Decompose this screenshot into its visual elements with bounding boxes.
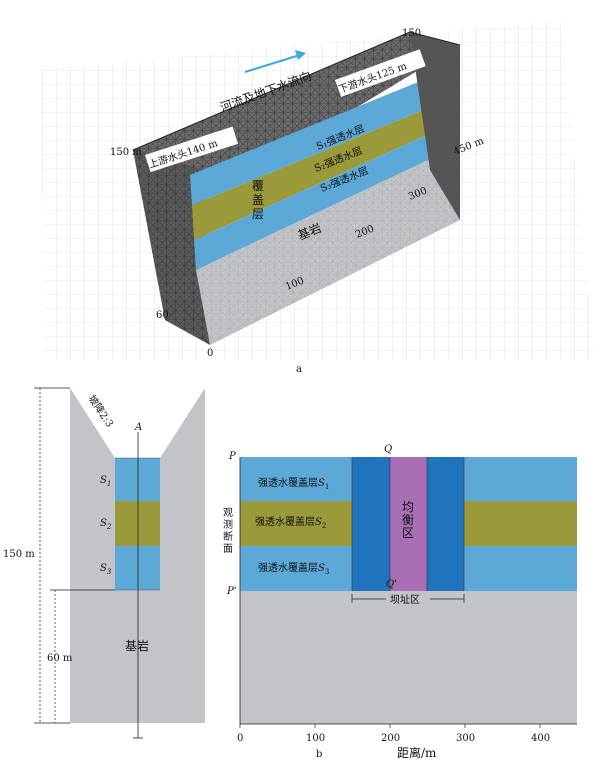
svg-text:均: 均 [402, 500, 414, 514]
bedrock-label-left: 基岩 [125, 638, 149, 653]
layer-s3-front [194, 120, 460, 270]
left-s1-label: S1 [100, 475, 111, 488]
tick-wid-60: 60 [156, 310, 169, 321]
downstream-head-box [335, 49, 426, 97]
layer-s2-front [192, 95, 460, 240]
x-axis-label: 距离/m [397, 745, 437, 760]
section-label: 观 测 断 面 [223, 507, 233, 555]
x-tick-300: 300 [456, 733, 475, 744]
plan-s1-label: 强透水覆盖层S1 [258, 476, 329, 491]
svg-text:衡: 衡 [402, 513, 414, 527]
x-tick-0: 0 [237, 733, 243, 744]
point-q: Q [384, 444, 392, 455]
x-ticks: 0 100 200 300 400 [237, 724, 550, 744]
panel-b-caption: b [316, 749, 322, 760]
x-tick-200: 200 [381, 733, 400, 744]
svg-text:区: 区 [402, 526, 414, 540]
point-p-prime: P' [226, 586, 236, 597]
model-rim [132, 31, 461, 151]
mesh-left-end-texture [133, 150, 210, 345]
height-total-label: 150 m [3, 549, 35, 560]
svg-text:观: 观 [223, 507, 233, 519]
left-layer-s2 [115, 501, 160, 546]
mesh-right-end [410, 32, 460, 220]
plan-s3-label: 强透水覆盖层S3 [258, 561, 329, 576]
flow-arrow-head [295, 50, 306, 60]
left-s2-label: S2 [100, 518, 112, 531]
flow-arrow [244, 54, 301, 73]
plan-s2-label: 强透水覆盖层S2 [255, 515, 326, 530]
x-tick-400: 400 [531, 733, 550, 744]
upstream-head-box [145, 126, 239, 173]
cover-label: 覆 盖 层 [252, 179, 264, 221]
svg-text:面: 面 [223, 544, 233, 555]
height-bedrock-label: 60 m [47, 653, 73, 664]
svg-text:测: 测 [223, 518, 233, 531]
layer-s1-front [190, 65, 460, 205]
point-q-prime: Q' [386, 579, 397, 590]
plan-bedrock [240, 591, 577, 724]
panel-a-caption: a [296, 364, 302, 375]
panel-b-right-plan: P P' Q Q' 观 测 断 面 强透水覆盖层S1 强透水覆盖层S2 强透水覆… [223, 444, 577, 760]
svg-text:层: 层 [252, 207, 264, 221]
point-p: P [228, 451, 236, 462]
left-s3-label: S3 [100, 563, 112, 576]
dam-zone-label: 坝址区 [390, 593, 420, 606]
panel-b-left-section: A 坡降2:3 S1 S2 S3 150 m 60 m 基岩 [3, 387, 205, 739]
left-layer-s1 [115, 458, 160, 501]
balance-zone [390, 457, 427, 591]
left-layer-s3 [115, 546, 160, 590]
tick-wid-150: 150 m [110, 147, 142, 158]
bedrock-front-texture [196, 145, 460, 345]
svg-text:断: 断 [223, 530, 233, 543]
tick-top-150: 150 [402, 28, 421, 39]
x-tick-100: 100 [306, 733, 325, 744]
svg-text:盖: 盖 [252, 193, 264, 207]
tick-len-0: 0 [207, 348, 213, 359]
svg-text:覆: 覆 [252, 179, 264, 193]
point-a: A [134, 422, 142, 433]
balance-zone-label: 均 衡 区 [402, 500, 414, 540]
panel-a-3d-model: 河流及地下水流向 上游水头140 m 下游水头125 m S₁强透水层 S₂强透… [40, 20, 595, 375]
